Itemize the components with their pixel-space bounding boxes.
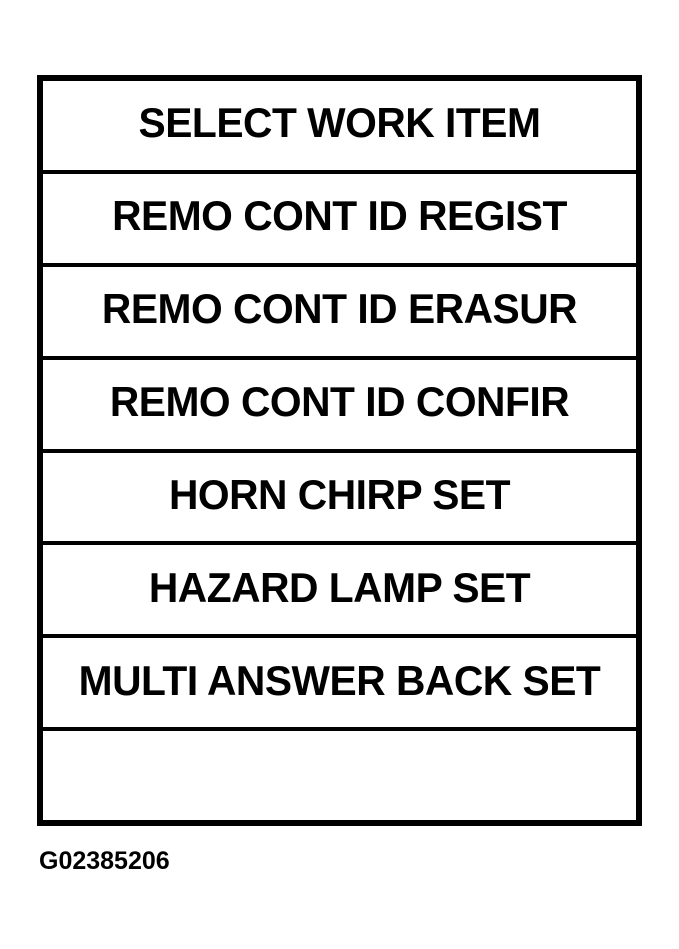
menu-row-multi-answer-back-set[interactable]: MULTI ANSWER BACK SET [43, 638, 636, 732]
menu-row-label: SELECT WORK ITEM [138, 99, 541, 147]
menu-row-label: HAZARD LAMP SET [148, 563, 531, 611]
menu-row-label: HORN CHIRP SET [168, 470, 511, 518]
menu-row-remo-cont-id-confir[interactable]: REMO CONT ID CONFIR [43, 359, 636, 453]
menu-row-hazard-lamp-set[interactable]: HAZARD LAMP SET [43, 545, 636, 639]
menu-row-label: REMO CONT ID CONFIR [109, 378, 570, 426]
menu-row-remo-cont-id-erasur[interactable]: REMO CONT ID ERASUR [43, 266, 636, 360]
menu-row-empty[interactable] [43, 731, 636, 820]
menu-row-label: REMO CONT ID ERASUR [101, 285, 578, 333]
work-item-menu-panel: SELECT WORK ITEM REMO CONT ID REGIST REM… [37, 75, 642, 826]
menu-row-remo-cont-id-regist[interactable]: REMO CONT ID REGIST [43, 173, 636, 267]
menu-row-horn-chirp-set[interactable]: HORN CHIRP SET [43, 452, 636, 546]
menu-row-label [52, 773, 627, 774]
menu-row-label: MULTI ANSWER BACK SET [78, 656, 601, 704]
figure-id-caption: G02385206 [39, 847, 170, 875]
menu-row-header-select-work-item[interactable]: SELECT WORK ITEM [43, 81, 636, 174]
menu-row-label: REMO CONT ID REGIST [112, 192, 567, 240]
